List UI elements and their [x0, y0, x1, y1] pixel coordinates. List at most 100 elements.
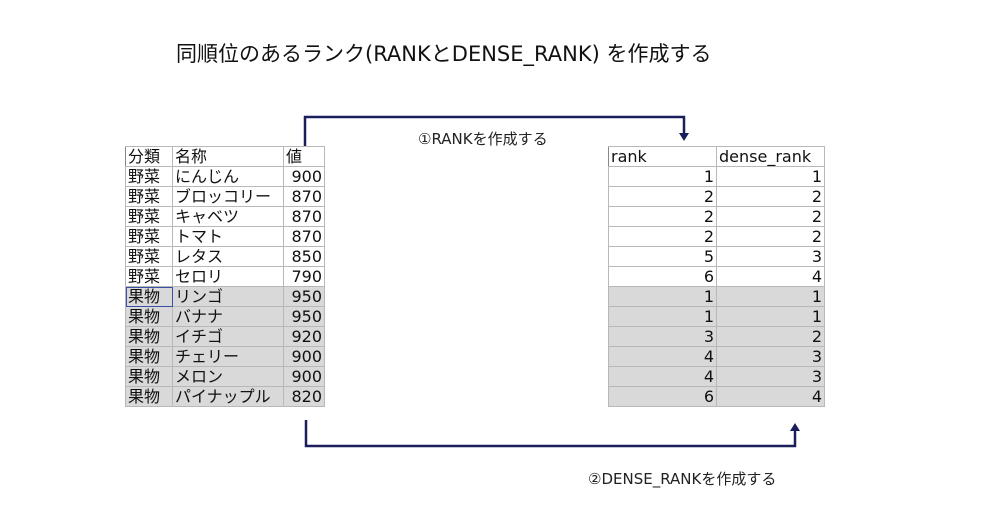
cell-dense-rank[interactable]: 2 [716, 326, 825, 347]
cell-category[interactable]: 野菜 [125, 206, 173, 227]
cell-name[interactable]: キャベツ [172, 206, 284, 227]
cell-value[interactable]: 920 [283, 326, 325, 347]
cell-category[interactable]: 野菜 [125, 226, 173, 247]
cell-category[interactable]: 野菜 [125, 246, 173, 267]
cell-dense-rank[interactable]: 1 [716, 166, 825, 187]
cell-name[interactable]: イチゴ [172, 326, 284, 347]
diagram-title: 同順位のあるランク(RANKとDENSE_RANK) を作成する [176, 42, 712, 66]
dense-rank-arrowhead-icon [790, 423, 800, 431]
cell-name[interactable]: メロン [172, 366, 284, 387]
cell-value[interactable]: 950 [283, 286, 325, 307]
header-rank: rank [608, 146, 717, 167]
cell-dense-rank[interactable]: 1 [716, 286, 825, 307]
cell-value[interactable]: 820 [283, 386, 325, 407]
header-value: 値 [283, 146, 325, 167]
cell-rank[interactable]: 4 [608, 366, 717, 387]
cell-rank[interactable]: 2 [608, 186, 717, 207]
cell-dense-rank[interactable]: 2 [716, 226, 825, 247]
cell-rank[interactable]: 6 [608, 386, 717, 407]
header-name: 名称 [172, 146, 284, 167]
cell-value[interactable]: 870 [283, 226, 325, 247]
cell-value[interactable]: 870 [283, 206, 325, 227]
cell-category[interactable]: 野菜 [125, 166, 173, 187]
cell-name[interactable]: バナナ [172, 306, 284, 327]
dense-rank-arrow [304, 420, 797, 448]
cell-rank[interactable]: 5 [608, 246, 717, 267]
cell-rank[interactable]: 2 [608, 226, 717, 247]
cell-name[interactable]: リンゴ [172, 286, 284, 307]
cell-name[interactable]: チェリー [172, 346, 284, 367]
cell-value[interactable]: 870 [283, 186, 325, 207]
cell-dense-rank[interactable]: 2 [716, 186, 825, 207]
cell-dense-rank[interactable]: 2 [716, 206, 825, 227]
cell-value[interactable]: 900 [283, 166, 325, 187]
cell-dense-rank[interactable]: 3 [716, 246, 825, 267]
cell-dense-rank[interactable]: 3 [716, 346, 825, 367]
cell-rank[interactable]: 1 [608, 166, 717, 187]
cell-category[interactable]: 野菜 [125, 266, 173, 287]
cell-category[interactable]: 果物 [125, 326, 173, 347]
cell-category[interactable]: 果物 [125, 386, 173, 407]
cell-name[interactable]: トマト [172, 226, 284, 247]
header-category: 分類 [125, 146, 173, 167]
dense-rank-step-label: ②DENSE_RANKを作成する [588, 470, 777, 488]
cell-category[interactable]: 果物 [125, 366, 173, 387]
selected-cell-category[interactable]: 果物 [125, 286, 173, 307]
cell-dense-rank[interactable]: 4 [716, 266, 825, 287]
source-header-row: 分類 名称 値 [125, 146, 325, 167]
cell-dense-rank[interactable]: 4 [716, 386, 825, 407]
cell-value[interactable]: 850 [283, 246, 325, 267]
rank-arrowhead-icon [679, 133, 689, 141]
cell-category[interactable]: 果物 [125, 306, 173, 327]
rank-arrow [303, 115, 686, 146]
cell-name[interactable]: レタス [172, 246, 284, 267]
cell-dense-rank[interactable]: 1 [716, 306, 825, 327]
cell-rank[interactable]: 4 [608, 346, 717, 367]
cell-rank[interactable]: 2 [608, 206, 717, 227]
cell-value[interactable]: 950 [283, 306, 325, 327]
cell-category[interactable]: 野菜 [125, 186, 173, 207]
rank-step-label: ①RANKを作成する [418, 130, 548, 148]
cell-rank[interactable]: 1 [608, 286, 717, 307]
cell-rank[interactable]: 6 [608, 266, 717, 287]
result-header-row: rank dense_rank [608, 146, 825, 167]
cell-name[interactable]: セロリ [172, 266, 284, 287]
cell-name[interactable]: パイナップル [172, 386, 284, 407]
cell-name[interactable]: ブロッコリー [172, 186, 284, 207]
header-dense-rank: dense_rank [716, 146, 825, 167]
cell-category[interactable]: 果物 [125, 346, 173, 367]
cell-value[interactable]: 900 [283, 366, 325, 387]
cell-rank[interactable]: 3 [608, 326, 717, 347]
cell-dense-rank[interactable]: 3 [716, 366, 825, 387]
cell-value[interactable]: 790 [283, 266, 325, 287]
cell-value[interactable]: 900 [283, 346, 325, 367]
cell-name[interactable]: にんじん [172, 166, 284, 187]
cell-rank[interactable]: 1 [608, 306, 717, 327]
